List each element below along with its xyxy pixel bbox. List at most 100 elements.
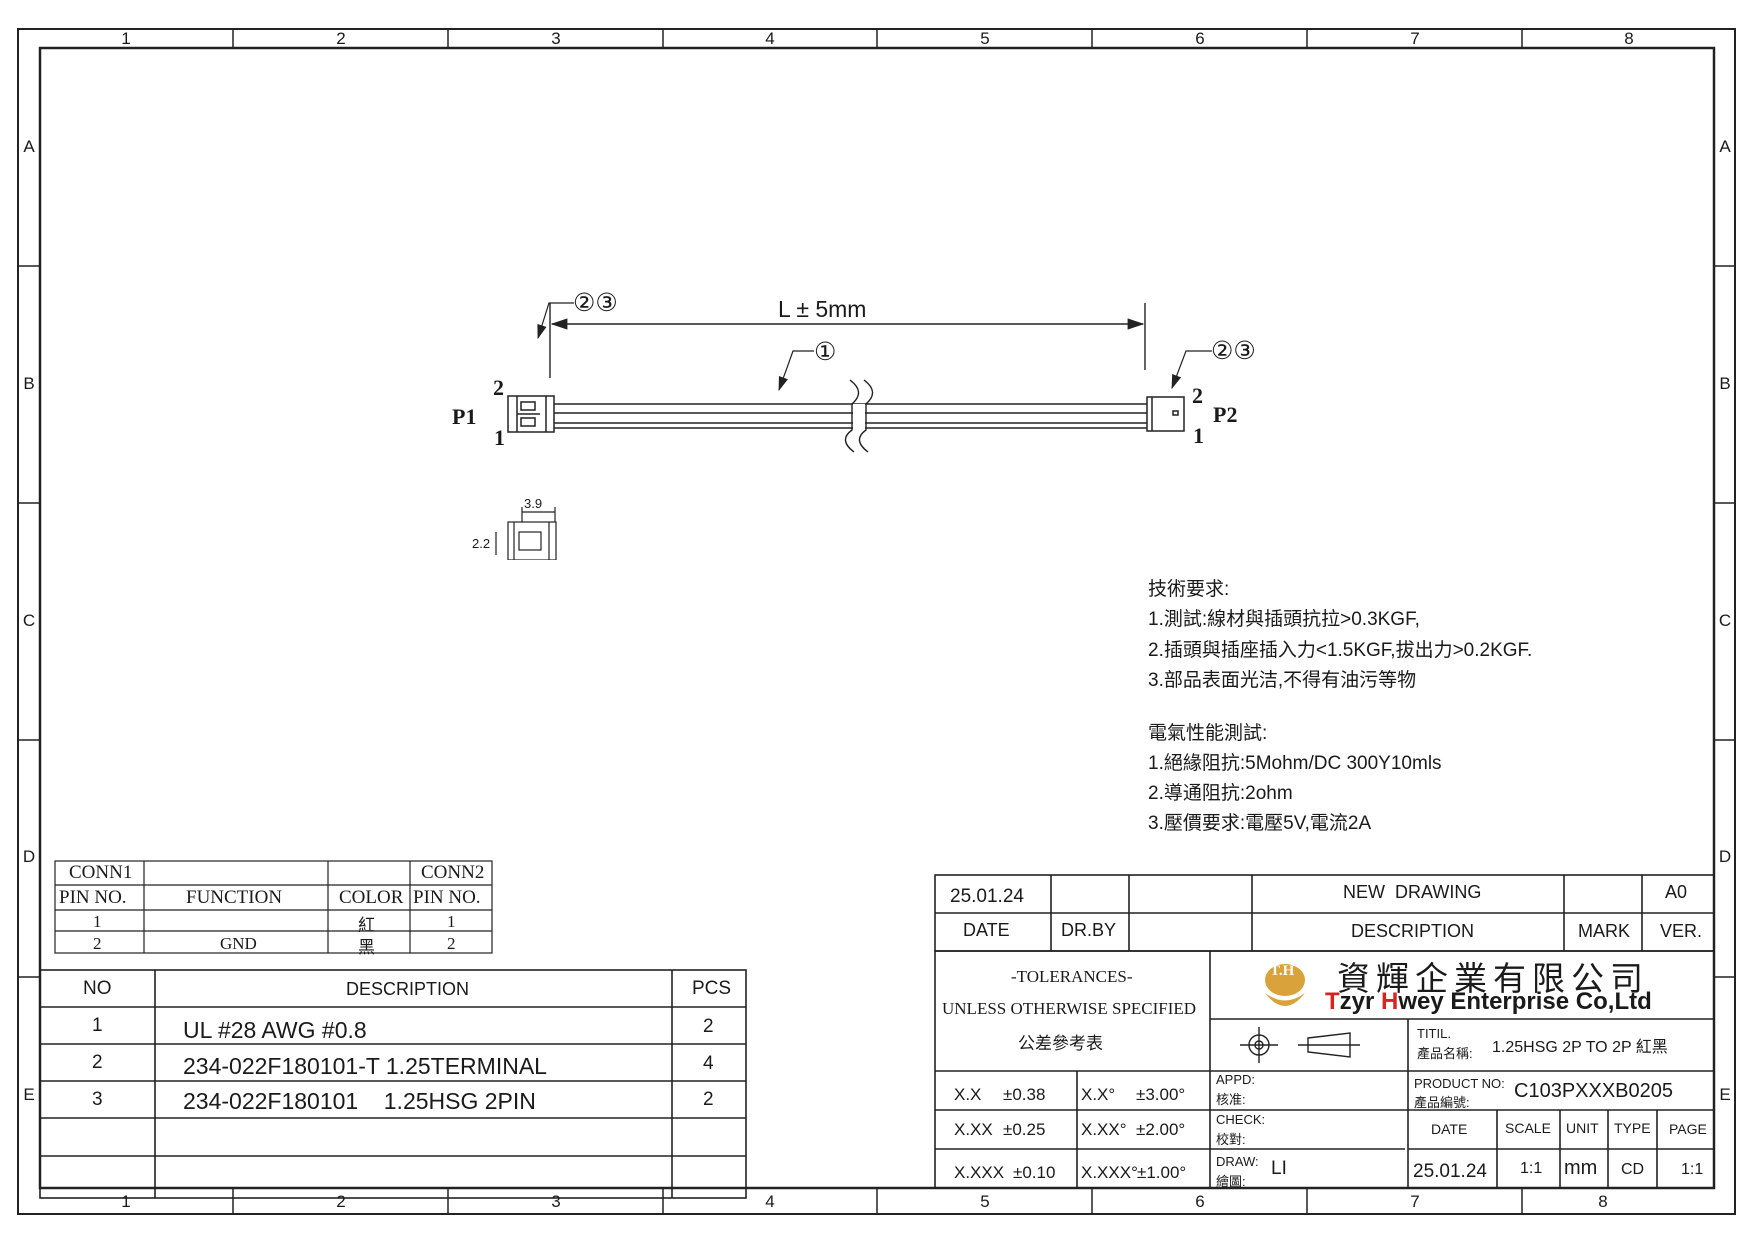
tol-row-1-angular-value: ±3.00° bbox=[1136, 1085, 1186, 1104]
zone-col-bottom-5: 5 bbox=[980, 1192, 990, 1211]
tol-row-2-angular-value: ±2.00° bbox=[1136, 1120, 1186, 1139]
revision-header-date: DATE bbox=[963, 920, 1010, 940]
tb-header-unit: UNIT bbox=[1566, 1120, 1599, 1136]
cable-assembly-drawing bbox=[495, 302, 1212, 560]
check-label-cn: 校對: bbox=[1216, 1132, 1246, 1147]
pin-row-2-pin2: 2 bbox=[447, 934, 456, 953]
tech-requirement-3: 3.部品表面光洁,不得有油污等物 bbox=[1148, 670, 1417, 691]
electrical-test-3: 3.壓價要求:電壓5V,電流2A bbox=[1148, 813, 1372, 834]
pin-row-2-function: GND bbox=[220, 934, 257, 953]
tb-header-type: TYPE bbox=[1614, 1120, 1651, 1136]
zone-col-top-4: 4 bbox=[765, 29, 775, 48]
revision-header-drby: DR.BY bbox=[1061, 920, 1117, 940]
bom-row-2-pcs: 4 bbox=[703, 1053, 714, 1074]
pin-table-grid bbox=[54, 860, 493, 954]
tol-row-3-angular-value: ±1.00° bbox=[1137, 1163, 1187, 1182]
tol-row-1-angular-key: X.X° bbox=[1081, 1085, 1116, 1104]
p2-label: P2 bbox=[1213, 402, 1238, 427]
zone-col-top-7: 7 bbox=[1410, 29, 1420, 48]
pin-table-header-conn1: CONN1 bbox=[69, 862, 133, 883]
zone-row-right-e: E bbox=[1719, 1085, 1731, 1104]
pin-row-2-color: 黑 bbox=[358, 938, 375, 957]
electrical-tests-title: 電氣性能測試: bbox=[1148, 723, 1268, 744]
electrical-test-1: 1.絕緣阻抗:5Mohm/DC 300Y10mls bbox=[1148, 753, 1442, 774]
tb-header-scale: SCALE bbox=[1505, 1120, 1551, 1136]
company-name-cn: 資輝企業有限公司 bbox=[1337, 962, 1649, 998]
zone-col-bottom-6: 6 bbox=[1195, 1192, 1205, 1211]
zone-col-bottom-2: 2 bbox=[336, 1192, 346, 1211]
zone-col-bottom-1: 1 bbox=[121, 1192, 131, 1211]
bom-row-1-pcs: 2 bbox=[703, 1016, 714, 1037]
zone-col-bottom-7: 7 bbox=[1410, 1192, 1420, 1211]
bom-header-pcs: PCS bbox=[692, 978, 732, 999]
callout-balloons-left: ②③ bbox=[573, 290, 618, 317]
company-name-en-part2: wey Enterprise Co,Ltd bbox=[1398, 988, 1652, 1015]
pin-row-1-pin2: 1 bbox=[447, 912, 456, 931]
zone-row-right-c: C bbox=[1718, 611, 1732, 630]
revision-date: 25.01.24 bbox=[950, 886, 1024, 907]
product-label-cn: 產品編號: bbox=[1414, 1095, 1470, 1110]
tb-value-scale: 1:1 bbox=[1520, 1160, 1543, 1177]
check-label-en: CHECK: bbox=[1216, 1112, 1266, 1127]
tb-header-date: DATE bbox=[1431, 1121, 1468, 1137]
revision-description: NEW DRAWING bbox=[1343, 882, 1482, 902]
draw-value: LI bbox=[1271, 1158, 1287, 1179]
tb-value-date: 25.01.24 bbox=[1413, 1161, 1487, 1182]
tol-row-3-linear-value: ±0.10 bbox=[1013, 1163, 1056, 1182]
wire-break-symbol bbox=[844, 379, 874, 453]
pin-table-header-color: COLOR bbox=[339, 887, 404, 908]
bom-table-grid bbox=[39, 969, 747, 1199]
zone-row-right-a: A bbox=[1719, 137, 1731, 156]
zone-row-left-d: D bbox=[22, 847, 36, 866]
detail-height-label: 2.2 bbox=[472, 536, 491, 551]
zone-row-left-a: A bbox=[23, 137, 35, 156]
product-label-en: PRODUCT NO: bbox=[1414, 1076, 1505, 1091]
company-name-en-t: T bbox=[1325, 988, 1340, 1015]
tol-row-3-angular-key: X.XXX° bbox=[1081, 1163, 1138, 1182]
tech-requirement-1: 1.測試:線材與插頭抗拉>0.3KGF, bbox=[1148, 609, 1420, 630]
tolerances-title: -TOLERANCES- bbox=[1011, 967, 1133, 986]
title-value: 1.25HSG 2P TO 2P 紅黑 bbox=[1492, 1039, 1668, 1056]
tol-row-3-linear-key: X.XXX bbox=[954, 1163, 1005, 1182]
company-name-en: Tzyr Hwey Enterprise Co,Ltd bbox=[1325, 988, 1652, 1016]
company-logo bbox=[1265, 964, 1305, 1006]
zone-col-bottom-4: 4 bbox=[765, 1192, 775, 1211]
title-label-cn: 產品名稱: bbox=[1417, 1046, 1473, 1061]
company-name-en-part1: zyr bbox=[1339, 988, 1382, 1015]
tol-row-2-linear-value: ±0.25 bbox=[1003, 1120, 1046, 1139]
tol-row-2-linear-key: X.XX bbox=[954, 1120, 993, 1139]
tb-value-page: 1:1 bbox=[1681, 1161, 1704, 1178]
bom-row-3-pcs: 2 bbox=[703, 1089, 714, 1110]
p1-pin-top: 2 bbox=[493, 375, 504, 400]
electrical-test-2: 2.導通阻抗:2ohm bbox=[1148, 783, 1293, 804]
p1-label: P1 bbox=[452, 404, 477, 429]
pin-table-header-conn2: CONN2 bbox=[421, 862, 485, 883]
length-dimension bbox=[549, 303, 1146, 378]
zone-row-left-c: C bbox=[22, 611, 36, 630]
detail-width-label: 3.9 bbox=[524, 496, 543, 511]
zone-row-left-b: B bbox=[23, 374, 35, 393]
bom-row-1-no: 1 bbox=[92, 1015, 103, 1036]
tech-requirement-2: 2.插頭與插座插入力<1.5KGF,拔出力>0.2KGF. bbox=[1148, 640, 1533, 661]
bom-row-1-desc: UL #28 AWG #0.8 bbox=[183, 1017, 367, 1043]
pin-row-2-pin1: 2 bbox=[93, 934, 102, 953]
pin-table-header-function: FUNCTION bbox=[186, 887, 283, 908]
detail-connector-view bbox=[495, 507, 557, 560]
tol-row-2-angular-key: X.XX° bbox=[1081, 1120, 1127, 1139]
appd-label-en: APPD: bbox=[1216, 1072, 1256, 1087]
draw-label-en: DRAW: bbox=[1216, 1154, 1259, 1169]
p2-pin-top: 2 bbox=[1192, 383, 1203, 408]
revision-version: A0 bbox=[1665, 882, 1688, 902]
bom-row-3-desc: 234-022F180101 1.25HSG 2PIN bbox=[183, 1088, 536, 1114]
revision-header-version: VER. bbox=[1660, 921, 1703, 941]
zone-col-top-2: 2 bbox=[336, 29, 346, 48]
tolerances-subtitle: UNLESS OTHERWISE SPECIFIED bbox=[942, 999, 1197, 1018]
pin-row-1-color: 紅 bbox=[358, 916, 375, 935]
pin-table-header-pin1: PIN NO. bbox=[59, 887, 127, 908]
appd-label-cn: 核准: bbox=[1216, 1092, 1246, 1107]
bom-row-2-desc: 234-022F180101-T 1.25TERMINAL bbox=[183, 1053, 547, 1079]
tol-row-1-linear-key: X.X bbox=[954, 1085, 982, 1104]
connector-p2 bbox=[1146, 396, 1185, 432]
zone-row-right-d: D bbox=[1718, 847, 1732, 866]
projection-symbol bbox=[1240, 1027, 1360, 1063]
